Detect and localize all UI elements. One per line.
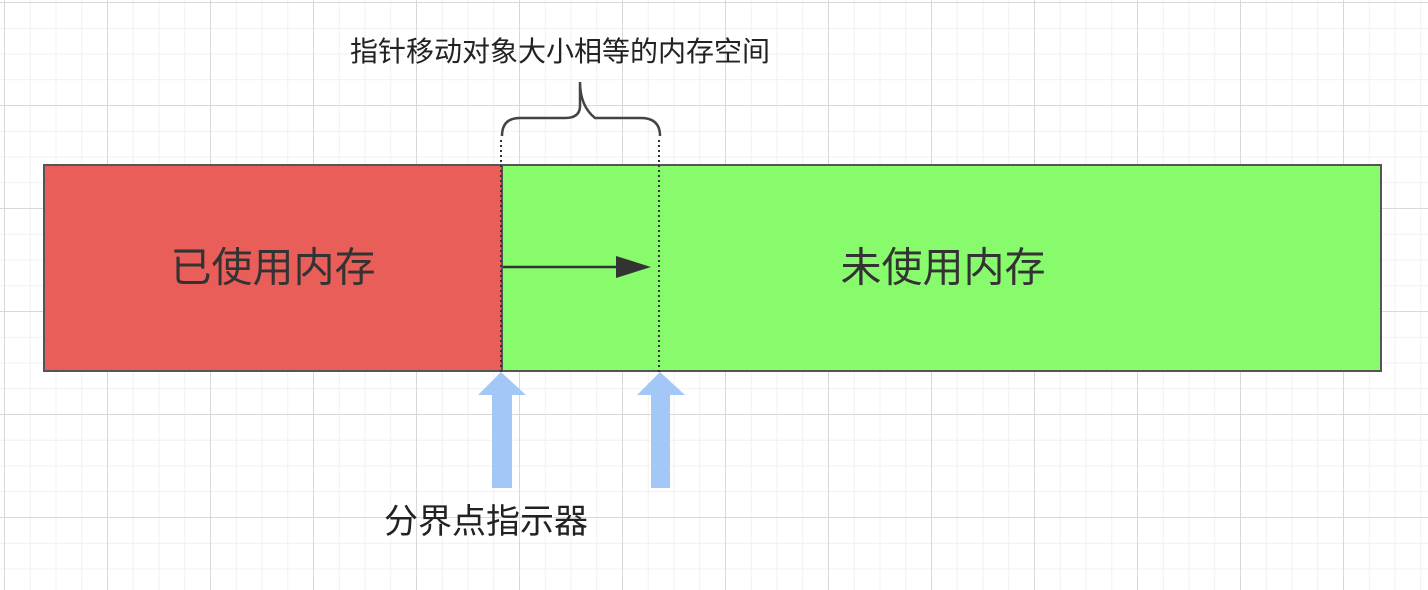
right-arrow-icon [503,256,651,278]
up-arrow-icon [478,372,526,488]
used-memory-block: 已使用内存 [43,164,501,372]
used-memory-label: 已使用内存 [170,243,376,292]
curly-brace-icon [500,81,662,137]
object-size-label: 指针移动对象大小相等的内存空间 [350,35,771,68]
free-memory-block: 未使用内存 [501,164,1382,372]
up-arrow-icon-2 [637,372,685,488]
boundary-pointer-label: 分界点指示器 [384,502,588,542]
free-memory-label: 未使用内存 [840,243,1046,292]
